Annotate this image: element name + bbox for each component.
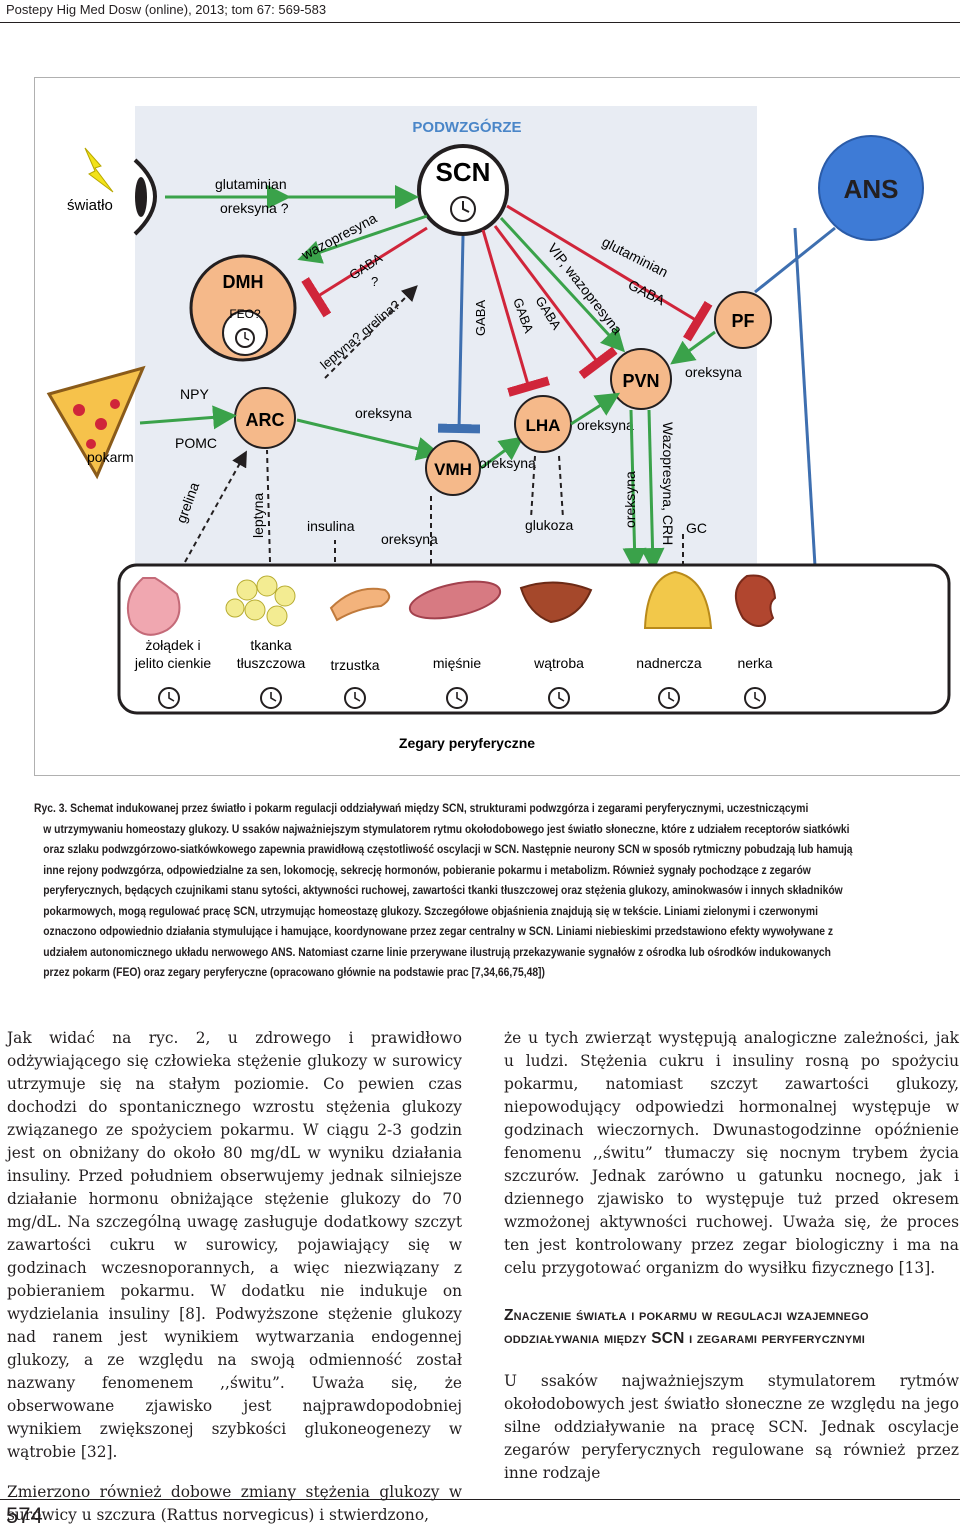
pizza-icon: [46, 365, 146, 480]
caption-line: inne rejony podwzgórza, odpowiedzialne z…: [43, 862, 811, 877]
caption-line: Ryc. 3. Schemat indukowanej przez światł…: [34, 801, 809, 815]
lightning-icon: [84, 147, 114, 193]
pvn-label: PVN: [622, 371, 659, 391]
organ-adrenal: nadnercza: [636, 655, 702, 671]
pvn-node: [610, 348, 672, 410]
organ-adipose-line2: tłuszczowa: [237, 655, 306, 671]
organ-stomach-line2: jelito cienkie: [134, 655, 211, 671]
scn-clock-icon: [450, 196, 476, 222]
scn-node: [417, 144, 509, 236]
orexin-arc-label: oreksyna: [355, 405, 412, 421]
running-header: Postepy Hig Med Dosw (online), 2013; tom…: [0, 0, 960, 23]
kidney-icon: [735, 574, 777, 627]
glucose-label: glukoza: [525, 517, 573, 533]
light-label: światło: [67, 197, 113, 214]
orexin-vmh-label: oreksyna: [479, 455, 536, 471]
ans-label: ANS: [844, 174, 899, 204]
caption-line: oznaczono odpowiednio działania stymuluj…: [43, 924, 834, 938]
orexin-lha-label: oreksyna: [577, 417, 634, 433]
vaso-crh-label: Wazopresyna, CRH: [660, 422, 676, 545]
figure-3: PODWZGÓRZE SCN ANS światło glutaminian o…: [34, 77, 960, 776]
right-column: że u tych zwierząt występują analogiczne…: [504, 1027, 959, 1485]
gaba-vmh-label: GABA: [473, 300, 488, 336]
gc-label: GC: [686, 520, 707, 536]
arc-label: ARC: [246, 410, 285, 430]
figure-caption: Ryc. 3. Schemat indukowanej przez światł…: [34, 798, 853, 983]
adrenal-icon: [643, 570, 713, 629]
gaba-question: ?: [371, 274, 378, 289]
caption-line: oraz szlaku podwzgórzowo-siatkówkowego z…: [43, 842, 853, 856]
peripheral-clock-icons: [158, 687, 766, 709]
ans-node: [818, 135, 924, 241]
adipose-icon: [225, 575, 296, 627]
dmh-node: [189, 254, 297, 362]
left-column: Jak widać na ryc. 2, u zdrowego i prawid…: [7, 1027, 462, 1527]
section-heading: Znaczenie światła i pokarmu w regulacji …: [504, 1307, 869, 1347]
journal-citation: Postepy Hig Med Dosw (online), 2013; tom…: [6, 2, 327, 17]
vmh-node: [425, 440, 481, 496]
lha-label: LHA: [526, 416, 561, 435]
page-number: 574: [6, 1503, 43, 1528]
npy-label: NPY: [180, 386, 209, 402]
feo-clock-icon: [235, 328, 255, 348]
organ-muscle: mięśnie: [433, 655, 481, 671]
body-paragraph: Zmierzono również dobowe zmiany stężenia…: [7, 1483, 462, 1524]
orexin-bottom-label: oreksyna: [381, 531, 438, 547]
organ-stomach-line1: żołądek i: [145, 637, 200, 653]
orexin-pf-label: oreksyna: [685, 364, 742, 380]
organ-liver: wątroba: [533, 655, 584, 671]
organ-kidney: nerka: [737, 655, 772, 671]
peripheral-clocks-label: Zegary peryferyczne: [399, 735, 535, 751]
organ-pancreas: trzustka: [330, 657, 379, 673]
pf-node: [714, 291, 772, 349]
body-paragraph: U ssaków najważniejszym stymulatorem ryt…: [504, 1372, 959, 1482]
caption-line: udziałem autonomicznego układu nerwowego…: [43, 944, 831, 959]
organ-adipose-line1: tkanka: [250, 637, 291, 653]
pomc-label: POMC: [175, 435, 217, 451]
orexin-pvn-down-label: oreksyna: [622, 471, 638, 528]
vmh-label: VMH: [434, 460, 472, 479]
scn-label: SCN: [436, 157, 491, 187]
caption-line: w utrzymywaniu homeostazy glukozy. U ssa…: [43, 821, 850, 836]
pancreas-icon: [329, 587, 391, 622]
orexin-q-label: oreksyna ?: [220, 200, 289, 216]
caption-line: peryferycznych, będących czujnikami stan…: [43, 883, 843, 897]
eye-icon: [133, 158, 157, 236]
caption-line: pokarmowych, mogą regulować pracę SCN, u…: [43, 903, 818, 918]
pf-label: PF: [731, 311, 754, 331]
figure-diagram: PODWZGÓRZE SCN ANS światło glutaminian o…: [46, 106, 951, 751]
caption-line: przez pokarm (FEO) oraz zegary peryferyc…: [43, 965, 545, 979]
region-label: PODWZGÓRZE: [412, 118, 521, 136]
food-label: pokarm: [87, 449, 134, 465]
body-paragraph: Jak widać na ryc. 2, u zdrowego i prawid…: [7, 1029, 462, 1461]
footer-rule: [0, 1499, 960, 1500]
liver-icon: [519, 581, 593, 624]
insulin-label: insulina: [307, 518, 355, 534]
muscle-icon: [408, 580, 502, 620]
feo-label: FEO?: [229, 307, 261, 321]
dmh-label: DMH: [223, 272, 264, 292]
glutamate-label: glutaminian: [215, 176, 287, 192]
leptin-label: leptyna: [250, 493, 266, 538]
stomach-icon: [127, 577, 181, 636]
body-paragraph: że u tych zwierząt występują analogiczne…: [504, 1029, 959, 1277]
